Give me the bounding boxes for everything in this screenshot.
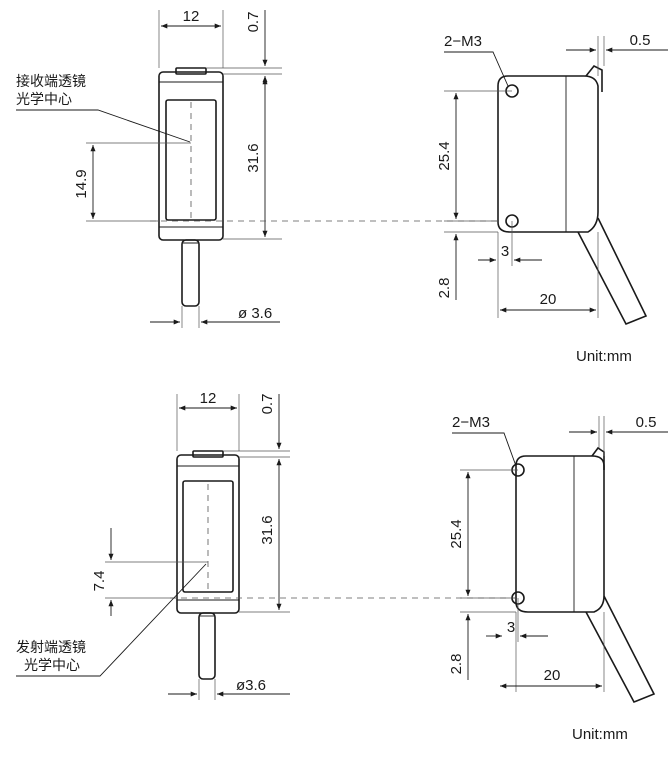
emitter-cable-dia-label: ø3.6 — [236, 677, 266, 694]
emitter-offset-label: 0.5 — [636, 414, 657, 431]
receiver-lens-note-2: 光学中心 — [16, 91, 72, 107]
receiver-unit-label: Unit:mm — [576, 348, 632, 365]
emitter-hole-pitch-label: 25.4 — [448, 519, 465, 548]
emitter-axis-height-label: 7.4 — [91, 571, 108, 592]
receiver-axis-height-label: 14.9 — [73, 169, 90, 198]
emitter-thread-label: 2−M3 — [452, 414, 490, 431]
emitter-lens-note-2: 光学中心 — [24, 657, 80, 673]
emitter-top-cap-label: 0.7 — [259, 394, 276, 415]
emitter-height-label: 31.6 — [259, 515, 276, 544]
receiver-lens-note-1: 接收端透镜 — [16, 73, 86, 89]
emitter-side-view: 2−M3 0.5 25.4 2.8 3 20 Unit:mm — [448, 414, 668, 743]
receiver-bottom-label: 2.8 — [436, 278, 453, 299]
emitter-hole-edge-label: 3 — [507, 619, 515, 636]
receiver-thread-label: 2−M3 — [444, 33, 482, 50]
emitter-depth-label: 20 — [544, 667, 561, 684]
receiver-cable-dia-label: ø 3.6 — [238, 305, 272, 322]
receiver-side-view: 2−M3 0.5 25.4 2.8 3 20 Unit:mm — [436, 32, 668, 365]
emitter-front-view: 12 0.7 31.6 7.4 ø3.6 发射端透镜 光学中心 — [16, 390, 516, 700]
emitter-unit-label: Unit:mm — [572, 726, 628, 743]
receiver-front-view: 12 0.7 31.6 14.9 ø 3.6 接收端透镜 光学中心 — [16, 8, 500, 328]
receiver-hole-pitch-label: 25.4 — [436, 141, 453, 170]
receiver-width-label: 12 — [183, 8, 200, 25]
receiver-hole-edge-label: 3 — [501, 243, 509, 260]
receiver-height-label: 31.6 — [245, 143, 262, 172]
receiver-depth-label: 20 — [540, 291, 557, 308]
receiver-offset-label: 0.5 — [630, 32, 651, 49]
emitter-lens-note-1: 发射端透镜 — [16, 639, 86, 655]
emitter-bottom-label: 2.8 — [448, 654, 465, 675]
receiver-top-cap-label: 0.7 — [245, 12, 262, 33]
emitter-width-label: 12 — [200, 390, 217, 407]
